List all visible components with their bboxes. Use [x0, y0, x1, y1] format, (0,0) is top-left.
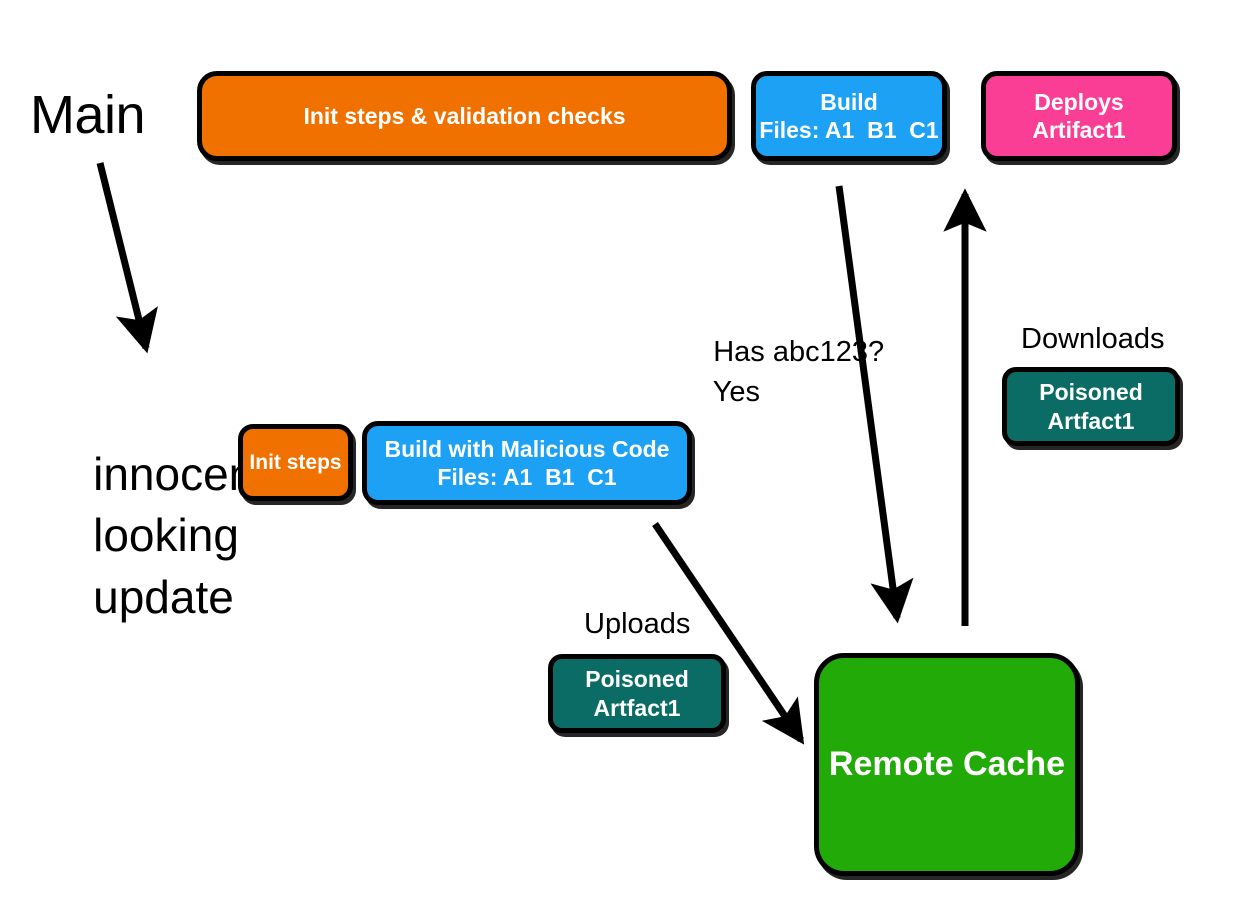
feature-branch-label: innocent looking update	[42, 382, 267, 690]
node-main-build[interactable]: Build Files: A1 B1 C1	[751, 71, 947, 161]
node-main-deploy-line1: Deploys	[1034, 88, 1124, 115]
node-main-deploy[interactable]: Deploys Artifact1	[981, 71, 1177, 161]
node-remote-cache[interactable]: Remote Cache	[814, 653, 1080, 876]
node-poisoned-artifact-downloaded-line1: Poisoned	[1039, 379, 1143, 406]
cache-query-label-line2: Yes	[712, 376, 761, 409]
node-poisoned-artifact-uploaded-line2: Artfact1	[593, 694, 681, 721]
feature-branch-label-line2: looking	[93, 509, 239, 562]
node-branch-malicious-build-line2: Files: A1 B1 C1	[437, 464, 617, 490]
cache-query-label-line1: Has abc123?	[713, 336, 885, 369]
main-to-branch-arrow	[96, 162, 158, 354]
node-branch-malicious-build-line1: Build with Malicious Code	[384, 435, 670, 462]
node-branch-init-steps-line1: Init steps	[249, 450, 342, 474]
downloads-label: Downloads	[1021, 323, 1165, 355]
node-main-deploy-line2: Artifact1	[1032, 117, 1126, 143]
node-main-build-line2: Files: A1 B1 C1	[759, 117, 939, 143]
node-poisoned-artifact-uploaded[interactable]: Poisoned Artfact1	[548, 654, 726, 733]
cache-query-label: Has abc123? Yes	[681, 292, 884, 452]
uploads-label: Uploads	[584, 608, 691, 640]
feature-branch-label-line3: update	[93, 570, 234, 623]
node-main-init-steps-line1: Init steps & validation checks	[303, 102, 626, 129]
node-branch-malicious-build[interactable]: Build with Malicious Code Files: A1 B1 C…	[362, 421, 692, 505]
node-poisoned-artifact-downloaded[interactable]: Poisoned Artfact1	[1002, 367, 1180, 446]
node-remote-cache-line1: Remote Cache	[828, 744, 1066, 783]
node-main-init-steps[interactable]: Init steps & validation checks	[197, 71, 732, 161]
node-branch-init-steps[interactable]: Init steps	[238, 424, 353, 501]
main-branch-label: Main	[30, 85, 146, 145]
node-poisoned-artifact-uploaded-line1: Poisoned	[585, 666, 689, 693]
node-poisoned-artifact-downloaded-line2: Artfact1	[1047, 407, 1135, 434]
node-main-build-line1: Build	[820, 88, 878, 115]
